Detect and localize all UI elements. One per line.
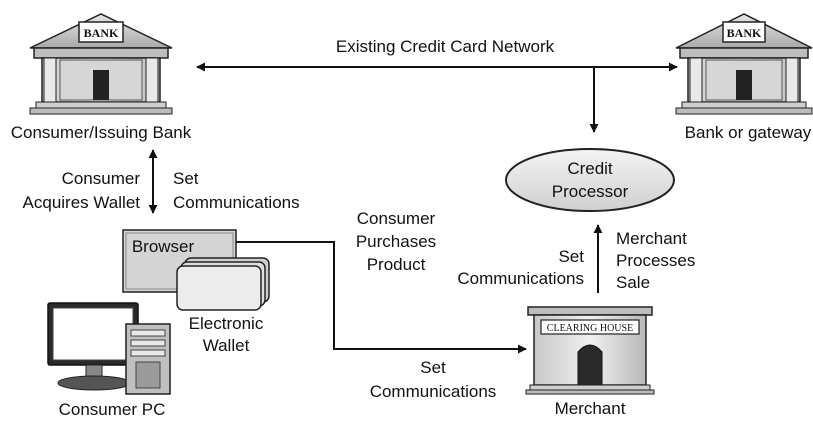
merchant-processes-line2: Processes xyxy=(616,251,695,270)
purchase-arrow xyxy=(236,241,527,354)
consumer-pc-icon xyxy=(47,302,171,395)
gateway-bank-sign: BANK xyxy=(727,26,762,40)
browser-label: Browser xyxy=(132,237,195,256)
set-comm-bottom-line2: Communications xyxy=(370,382,497,401)
set-comm-left-line1: Set xyxy=(173,169,199,188)
consumer-pc-label: Consumer PC xyxy=(59,400,166,419)
set-comm-right-line1: Set xyxy=(558,247,584,266)
consumer-bank-sign: BANK xyxy=(84,26,119,40)
consumer-bank-icon: BANK xyxy=(29,13,173,115)
merchant-label: Merchant xyxy=(555,399,626,418)
consumer-purchases-line3: Product xyxy=(367,255,426,274)
credit-processor-oval xyxy=(505,148,675,212)
wallet-label-line1: Electronic xyxy=(189,314,264,333)
clearing-house-icon: CLEARING HOUSE xyxy=(525,306,655,395)
gateway-bank-icon: BANK xyxy=(675,13,813,115)
electronic-wallet-icon xyxy=(176,257,270,311)
merchant-processes-line1: Merchant xyxy=(616,229,687,248)
set-comm-bottom-line1: Set xyxy=(420,358,446,377)
wallet-label-line2: Wallet xyxy=(203,336,250,355)
consumer-acquires-line2: Acquires Wallet xyxy=(23,193,141,212)
gateway-bank-label: Bank or gateway xyxy=(685,123,812,142)
consumer-bank-label: Consumer/Issuing Bank xyxy=(11,123,192,142)
credit-processor-line2: Processor xyxy=(552,182,629,201)
consumer-purchases-line2: Purchases xyxy=(356,232,436,251)
set-comm-right-line2: Communications xyxy=(457,269,584,288)
clearing-house-sign: CLEARING HOUSE xyxy=(547,323,633,334)
credit-processor-line1: Credit xyxy=(567,159,613,178)
consumer-acquires-line1: Consumer xyxy=(62,169,141,188)
network-label: Existing Credit Card Network xyxy=(336,37,555,56)
merchant-processes-line3: Sale xyxy=(616,273,650,292)
consumer-purchases-line1: Consumer xyxy=(357,209,436,228)
set-comm-left-line2: Communications xyxy=(173,193,300,212)
